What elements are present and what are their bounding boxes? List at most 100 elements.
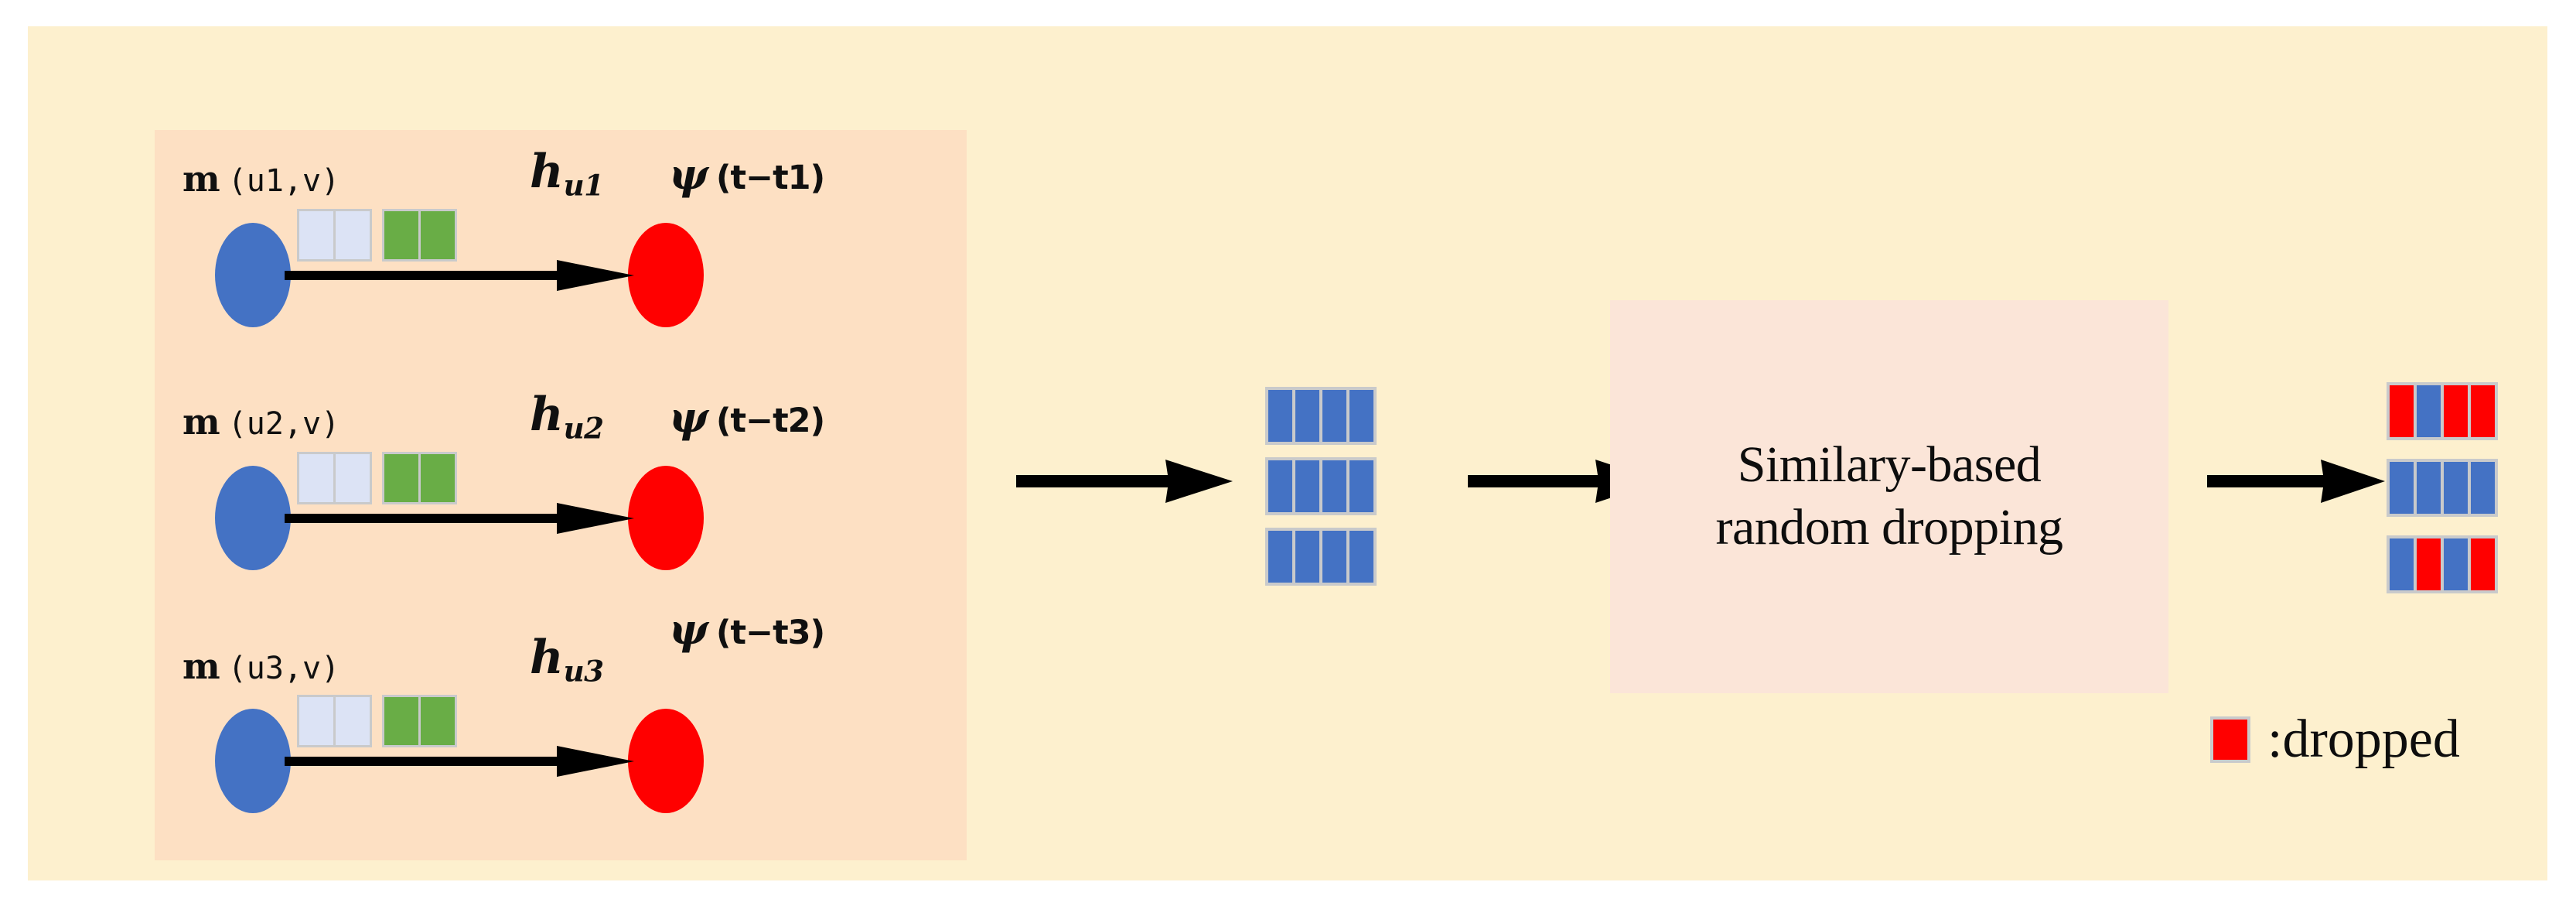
message-row: m(u1,v) hu1 ψ(t−t1) [155,142,967,374]
matrix-cell [1322,390,1346,442]
time-kernel-label: ψ(t−t3) [669,608,825,652]
matrix-row [2387,535,2498,593]
matrix-cell [2417,385,2441,437]
hidden-subscript: u1 [563,168,604,203]
message-passing-panel: m(u1,v) hu1 ψ(t−t1) [155,130,967,860]
feature-cell [299,697,333,745]
matrix-cell [2390,462,2414,514]
hidden-state-label: hu3 [530,634,604,686]
message-symbol: m [183,645,220,687]
matrix-cell [1349,531,1373,583]
red-square-icon [2213,720,2247,760]
message-edge-arrow [285,503,634,534]
feature-cell [384,697,418,745]
matrix-cell [2444,538,2468,590]
feature-cell [336,697,370,745]
input-matrix [1265,387,1377,586]
matrix-cell [1349,390,1373,442]
message-label: m(u2,v) [183,404,339,441]
target-node [628,709,704,813]
hidden-subscript: u3 [563,654,604,689]
source-node [215,466,291,570]
arrow-icon [1016,460,1233,503]
message-label: m(u1,v) [183,161,339,198]
arrow-icon [2207,460,2385,503]
hidden-symbol: h [530,388,564,442]
feature-bar-green [382,695,457,747]
arrow-icon [285,503,634,534]
flow-arrow-dropbox-to-output [2207,460,2385,503]
feature-cell [421,211,455,259]
feature-bar-blue [297,452,372,504]
feature-cell [384,211,418,259]
hidden-symbol: h [530,145,564,199]
message-edge-arrow [285,746,634,777]
target-node [628,223,704,327]
dropping-box-text: Similary-based random dropping [1716,434,2063,559]
matrix-cell [2471,462,2495,514]
message-symbol: m [183,158,220,200]
matrix-cell [1349,460,1373,512]
hidden-symbol: h [530,631,564,685]
hidden-state-label: hu1 [530,149,604,200]
matrix-cell [1322,531,1346,583]
matrix-cell [2417,462,2441,514]
time-kernel-label: ψ(t−t1) [669,153,825,197]
output-matrix [2387,382,2498,593]
legend-swatch-dropped [2210,716,2250,763]
matrix-row [2387,459,2498,517]
matrix-cell [1268,390,1292,442]
feature-cell [421,454,455,502]
feature-cell [384,454,418,502]
matrix-cell [1322,460,1346,512]
flow-arrow-panel-to-matrix [1016,460,1233,503]
arrow-icon [285,746,634,777]
psi-args: (t−t3) [715,614,825,652]
message-args: (u2,v) [227,406,340,442]
matrix-cell-dropped [2390,385,2414,437]
message-args: (u1,v) [227,163,340,199]
message-symbol: m [183,401,220,443]
message-row: m(u3,v) hu3 ψ(t−t3) [155,608,967,850]
feature-cell [299,454,333,502]
matrix-cell [1295,531,1319,583]
feature-cell [336,211,370,259]
matrix-row [1265,387,1377,445]
feature-cell [336,454,370,502]
matrix-cell [1295,460,1319,512]
time-kernel-label: ψ(t−t2) [669,396,825,440]
feature-bar-green [382,452,457,504]
matrix-cell [1295,390,1319,442]
matrix-cell-dropped [2471,385,2495,437]
matrix-cell [1268,531,1292,583]
target-node [628,466,704,570]
matrix-cell [2444,462,2468,514]
matrix-cell-dropped [2444,385,2468,437]
legend-label: :dropped [2267,709,2460,769]
matrix-cell [2390,538,2414,590]
psi-args: (t−t2) [715,402,825,440]
dropping-box-line2: random dropping [1715,499,2063,556]
feature-cell [421,697,455,745]
feature-bar-green [382,209,457,262]
psi-symbol: ψ [669,604,708,654]
matrix-cell-dropped [2417,538,2441,590]
feature-bar-blue [297,695,372,747]
matrix-cell [1268,460,1292,512]
psi-args: (t−t1) [715,159,825,197]
arrow-icon [285,260,634,291]
message-edge-arrow [285,260,634,291]
message-row: m(u2,v) hu2 ψ(t−t2) [155,385,967,617]
matrix-row [1265,528,1377,586]
message-label: m(u3,v) [183,648,339,685]
feature-bar-blue [297,209,372,262]
hidden-state-label: hu2 [530,391,604,443]
diagram-background: m(u1,v) hu1 ψ(t−t1) [28,26,2547,880]
psi-symbol: ψ [669,149,708,199]
feature-cell [299,211,333,259]
source-node [215,223,291,327]
hidden-subscript: u2 [563,411,604,446]
matrix-row [2387,382,2498,440]
source-node [215,709,291,813]
